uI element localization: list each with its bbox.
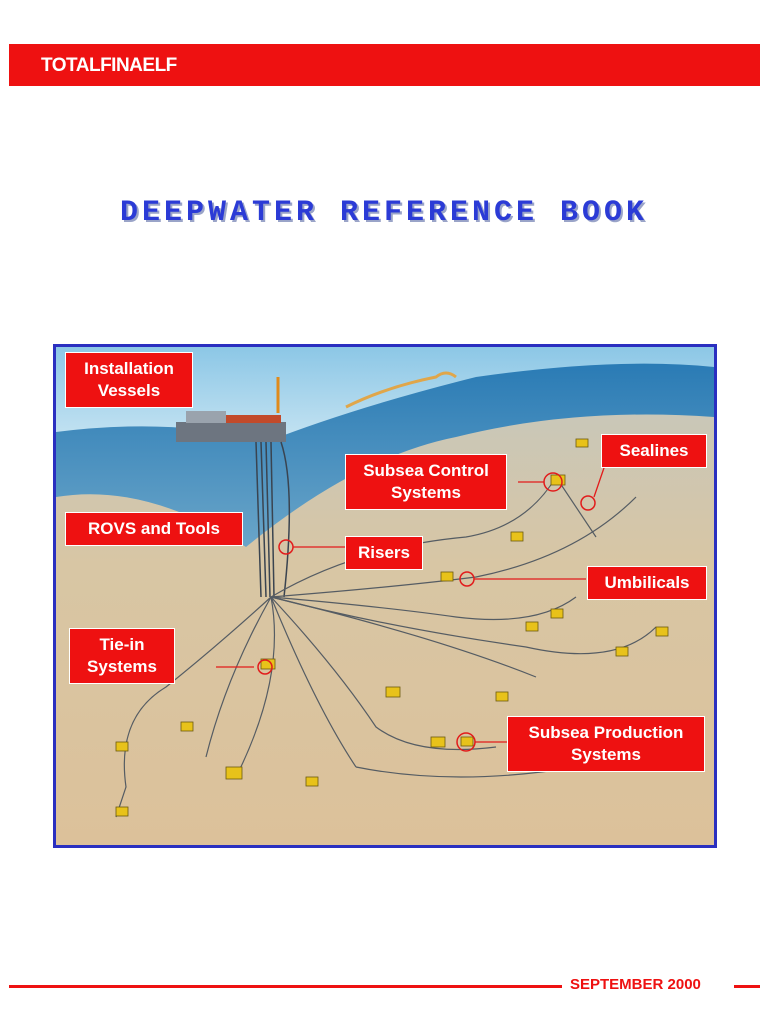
callout-sealines-label: Sealines	[619, 441, 689, 460]
publication-date: SEPTEMBER 2000	[570, 976, 701, 993]
header-bar: TOTALFINAELF	[9, 44, 760, 86]
callout-risers-label: Risers	[358, 543, 410, 562]
subsea-equipment	[115, 438, 669, 817]
page-title: DEEPWATER REFERENCE BOOK	[119, 196, 649, 230]
callout-rovs-and-tools-label: ROVS and Tools	[88, 519, 220, 538]
callout-sealines: Sealines	[602, 435, 706, 467]
callout-installation-vessels-label: Installation Vessels	[84, 359, 174, 400]
fpso-vessel	[176, 377, 286, 442]
callout-subsea-production-systems-label: Subsea Production Systems	[528, 723, 684, 764]
company-logo: TOTALFINAELF	[41, 55, 177, 76]
footer-rule-left	[9, 985, 562, 988]
surface-hose	[345, 371, 457, 409]
callout-tie-in-systems-label: Tie-in Systems	[87, 635, 157, 676]
leader-lines	[216, 461, 607, 743]
callout-installation-vessels: Installation Vessels	[66, 353, 192, 407]
callout-subsea-control-systems-label: Subsea Control Systems	[363, 461, 489, 502]
footer-rule-right	[734, 985, 760, 988]
callout-umbilicals: Umbilicals	[588, 567, 706, 599]
callout-subsea-control-systems: Subsea Control Systems	[346, 455, 506, 509]
riser-bundle	[255, 441, 291, 598]
callout-tie-in-systems: Tie-in Systems	[70, 629, 174, 683]
callout-risers: Risers	[346, 537, 422, 569]
callout-subsea-production-systems: Subsea Production Systems	[508, 717, 704, 771]
callout-umbilicals-label: Umbilicals	[604, 573, 690, 592]
subsea-field-illustration: Installation Vessels ROVS and Tools Tie-…	[53, 344, 717, 848]
callout-rovs-and-tools: ROVS and Tools	[66, 513, 242, 545]
